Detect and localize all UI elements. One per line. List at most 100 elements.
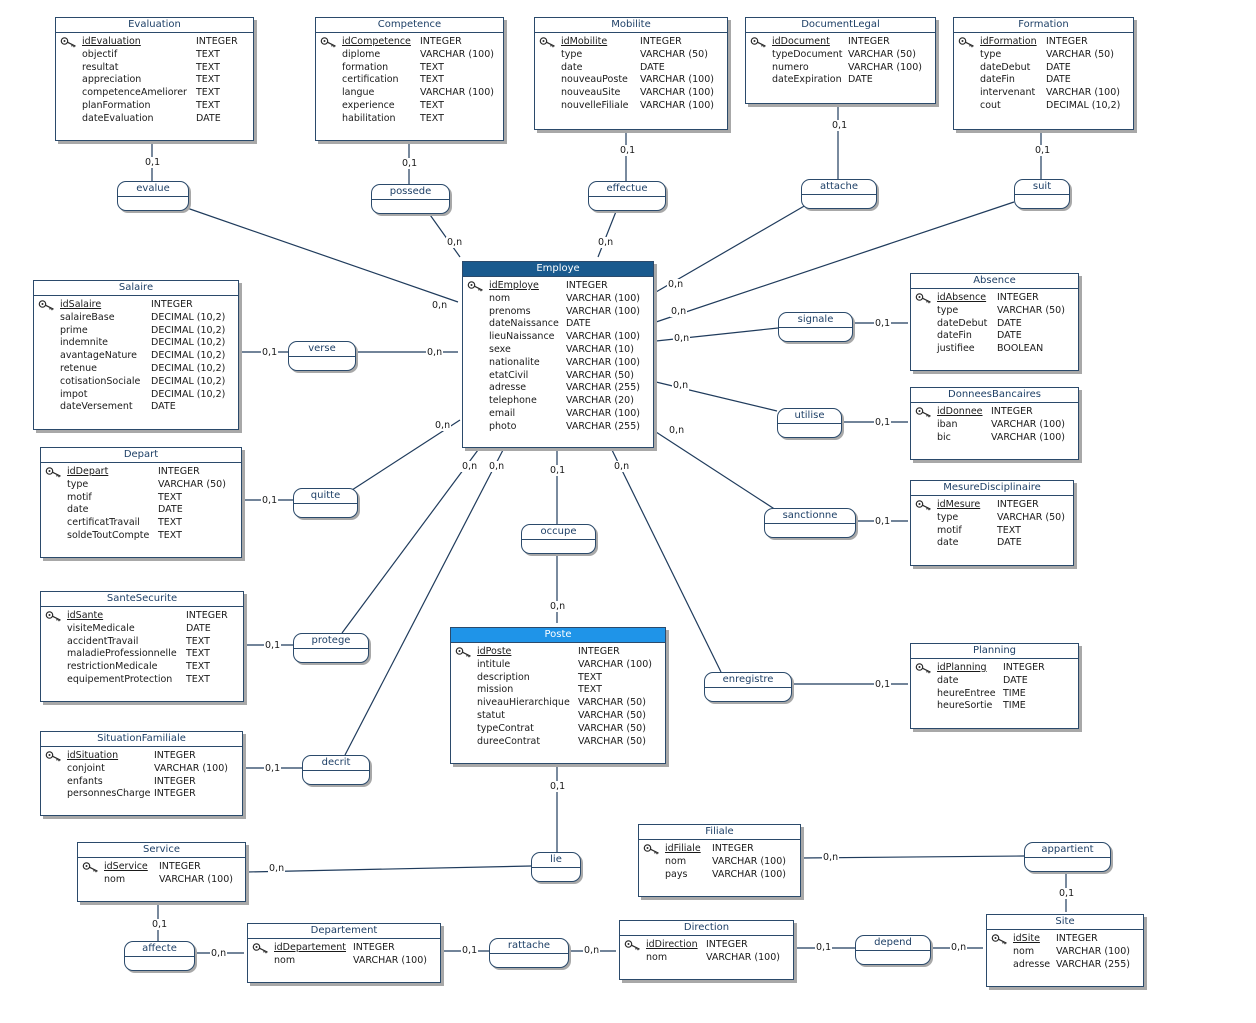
association-occupe[interactable]: occupe (521, 524, 596, 554)
association-rattache[interactable]: rattache (489, 938, 569, 968)
attribute-type: DECIMAL (10,2) (151, 324, 226, 336)
attribute-name: indemnite (60, 337, 109, 349)
attribute-name: idCompetence (342, 36, 411, 47)
association-affecte[interactable]: affecte (124, 941, 195, 971)
link-possede-employe (427, 211, 461, 258)
attribute-name: formation (342, 61, 389, 73)
attribute-type: VARCHAR (100) (848, 61, 922, 73)
attribute-type: DATE (1046, 74, 1071, 86)
attribute-name: dateEvaluation (82, 112, 154, 124)
attribute-type: INTEGER (154, 750, 196, 761)
attribute-type: VARCHAR (100) (420, 48, 494, 60)
attribute-name: intitule (477, 658, 511, 670)
attribute-type: DATE (848, 74, 873, 86)
attribute-type: VARCHAR (50) (578, 709, 646, 721)
cardinality-label: 0,n (446, 237, 464, 248)
key-icon (320, 36, 337, 48)
association-protege[interactable]: protege (293, 633, 369, 663)
attribute-name: dateNaissance (489, 318, 559, 330)
attribute-type: INTEGER (196, 36, 238, 47)
association-decrit[interactable]: decrit (302, 755, 370, 785)
cardinality-label: 0,1 (261, 495, 279, 506)
association-signale[interactable]: signale (778, 312, 853, 342)
attribute-name: numero (772, 61, 809, 73)
association-depend[interactable]: depend (855, 935, 931, 965)
attribute-type: TEXT (420, 61, 444, 73)
association-quitte[interactable]: quitte (293, 488, 358, 518)
key-icon (991, 933, 1008, 945)
entity-title: Departement (248, 924, 440, 939)
attribute-name: idMobilite (561, 36, 608, 47)
attribute-type: VARCHAR (100) (991, 431, 1065, 443)
attribute-name: date (937, 537, 959, 549)
association-suit[interactable]: suit (1014, 179, 1070, 209)
attribute-name: nouveauSite (561, 87, 621, 99)
attribute-name: nom (646, 951, 668, 963)
entity-title: DonneesBancaires (911, 388, 1078, 403)
association-sanctionne[interactable]: sanctionne (764, 508, 856, 538)
association-verse[interactable]: verse (288, 341, 356, 371)
attribute-type: VARCHAR (10) (566, 343, 634, 355)
attribute-type: DATE (997, 330, 1022, 342)
attribute-type: INTEGER (154, 788, 196, 800)
link-attache-employe (655, 204, 807, 293)
association-appartient[interactable]: appartient (1024, 842, 1111, 872)
attribute-name: nouveauPoste (561, 74, 628, 86)
association-enregistre[interactable]: enregistre (704, 672, 792, 702)
attribute-type: TIME (1003, 687, 1026, 699)
key-icon (643, 843, 660, 855)
attribute-name: idService (104, 861, 148, 872)
cardinality-label: 0,1 (401, 158, 419, 169)
association-lie[interactable]: lie (531, 852, 581, 882)
association-utilise[interactable]: utilise (777, 408, 842, 438)
association-effectue[interactable]: effectue (588, 181, 666, 211)
cardinality-label: 0,n (431, 300, 449, 311)
association-evalue[interactable]: evalue (117, 181, 189, 211)
attribute-type: DATE (1046, 61, 1071, 73)
attribute-name: idSituation (67, 750, 119, 761)
attribute-name: etatCivil (489, 369, 529, 381)
attribute-name: iban (937, 418, 958, 430)
attribute-name: salaireBase (60, 311, 115, 323)
cardinality-label: 0,n (488, 461, 506, 472)
association-possede[interactable]: possede (371, 184, 450, 214)
cardinality-label: 0,n (426, 347, 444, 358)
association-attache[interactable]: attache (801, 179, 877, 209)
